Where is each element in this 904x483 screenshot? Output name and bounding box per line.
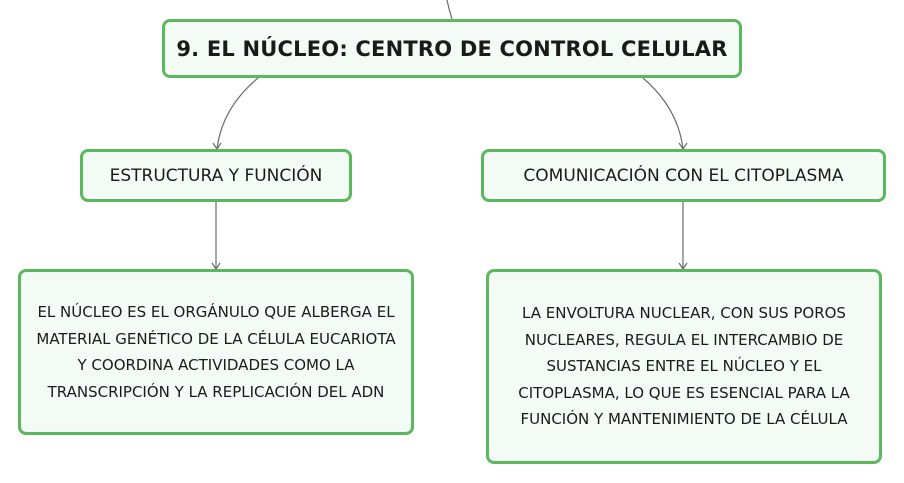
detail-node-communication[interactable]: LA ENVOLTURA NUCLEAR, CON SUS POROS NUCL…: [486, 269, 882, 464]
connector-parent-to-root: [446, 0, 453, 20]
root-node-label: 9. EL NÚCLEO: CENTRO DE CONTROL CELULAR: [176, 36, 728, 61]
detail-node-communication-text: LA ENVOLTURA NUCLEAR, CON SUS POROS NUCL…: [518, 304, 850, 429]
connector-root-to-structure: [216, 77, 259, 150]
branch-node-communication[interactable]: COMUNICACIÓN CON EL CITOPLASMA: [481, 149, 886, 202]
connector-root-to-communication: [642, 77, 684, 150]
branch-node-structure-label: ESTRUCTURA Y FUNCIÓN: [109, 165, 323, 186]
branch-node-communication-label: COMUNICACIÓN CON EL CITOPLASMA: [523, 165, 844, 186]
branch-node-structure[interactable]: ESTRUCTURA Y FUNCIÓN: [80, 149, 352, 202]
detail-node-structure[interactable]: EL NÚCLEO ES EL ORGÁNULO QUE ALBERGA EL …: [18, 269, 414, 435]
root-node[interactable]: 9. EL NÚCLEO: CENTRO DE CONTROL CELULAR: [162, 19, 742, 78]
detail-node-structure-text: EL NÚCLEO ES EL ORGÁNULO QUE ALBERGA EL …: [36, 303, 396, 401]
